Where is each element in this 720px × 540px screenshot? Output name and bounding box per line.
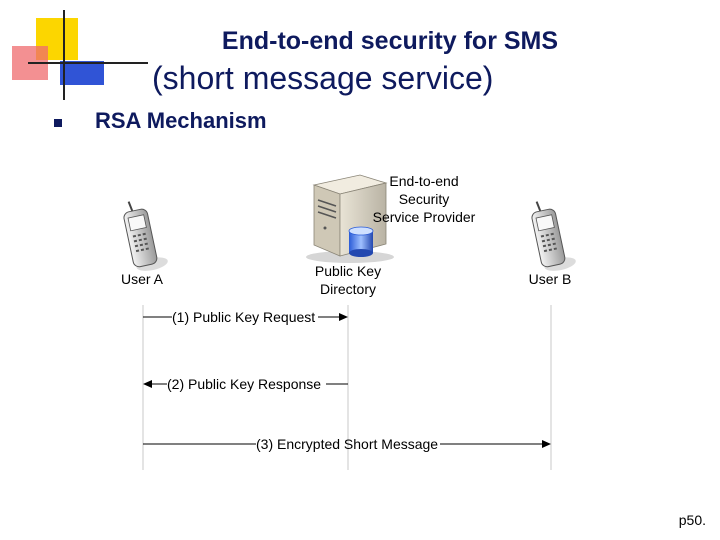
message-label-2: (2) Public Key Response — [167, 376, 322, 392]
provider-label: End-to-end Security Service Provider — [368, 172, 480, 226]
database-icon — [348, 226, 374, 257]
arrow-public-key-request — [143, 313, 348, 321]
phone-icon-user-b — [531, 201, 576, 271]
message-label-3: (3) Encrypted Short Message — [256, 436, 439, 452]
directory-label-line-1: Public Key — [314, 263, 382, 279]
slide-title: End-to-end security for SMS — [221, 27, 559, 55]
arrow-encrypted-short-message — [143, 440, 551, 448]
page-number: p50. — [678, 512, 706, 528]
slide-subtitle: (short message service) — [152, 60, 494, 96]
directory-label-line-2: Directory — [319, 281, 376, 297]
phone-icon-user-a — [123, 201, 168, 271]
directory-label: Public Key Directory — [300, 262, 396, 298]
deco-horizontal-line — [28, 62, 148, 64]
deco-vertical-line — [63, 10, 65, 100]
user-b-label: User B — [528, 271, 572, 287]
provider-label-line-1: End-to-end — [389, 173, 459, 189]
arrow-public-key-response — [143, 380, 348, 388]
provider-label-line-3: Service Provider — [372, 209, 476, 225]
bullet-text: RSA Mechanism — [95, 108, 267, 133]
deco-blue-square — [60, 61, 104, 85]
message-label-1: (1) Public Key Request — [172, 309, 316, 325]
user-a-label: User A — [120, 271, 163, 287]
provider-label-line-2: Security — [398, 191, 450, 207]
bullet-marker — [54, 119, 62, 127]
